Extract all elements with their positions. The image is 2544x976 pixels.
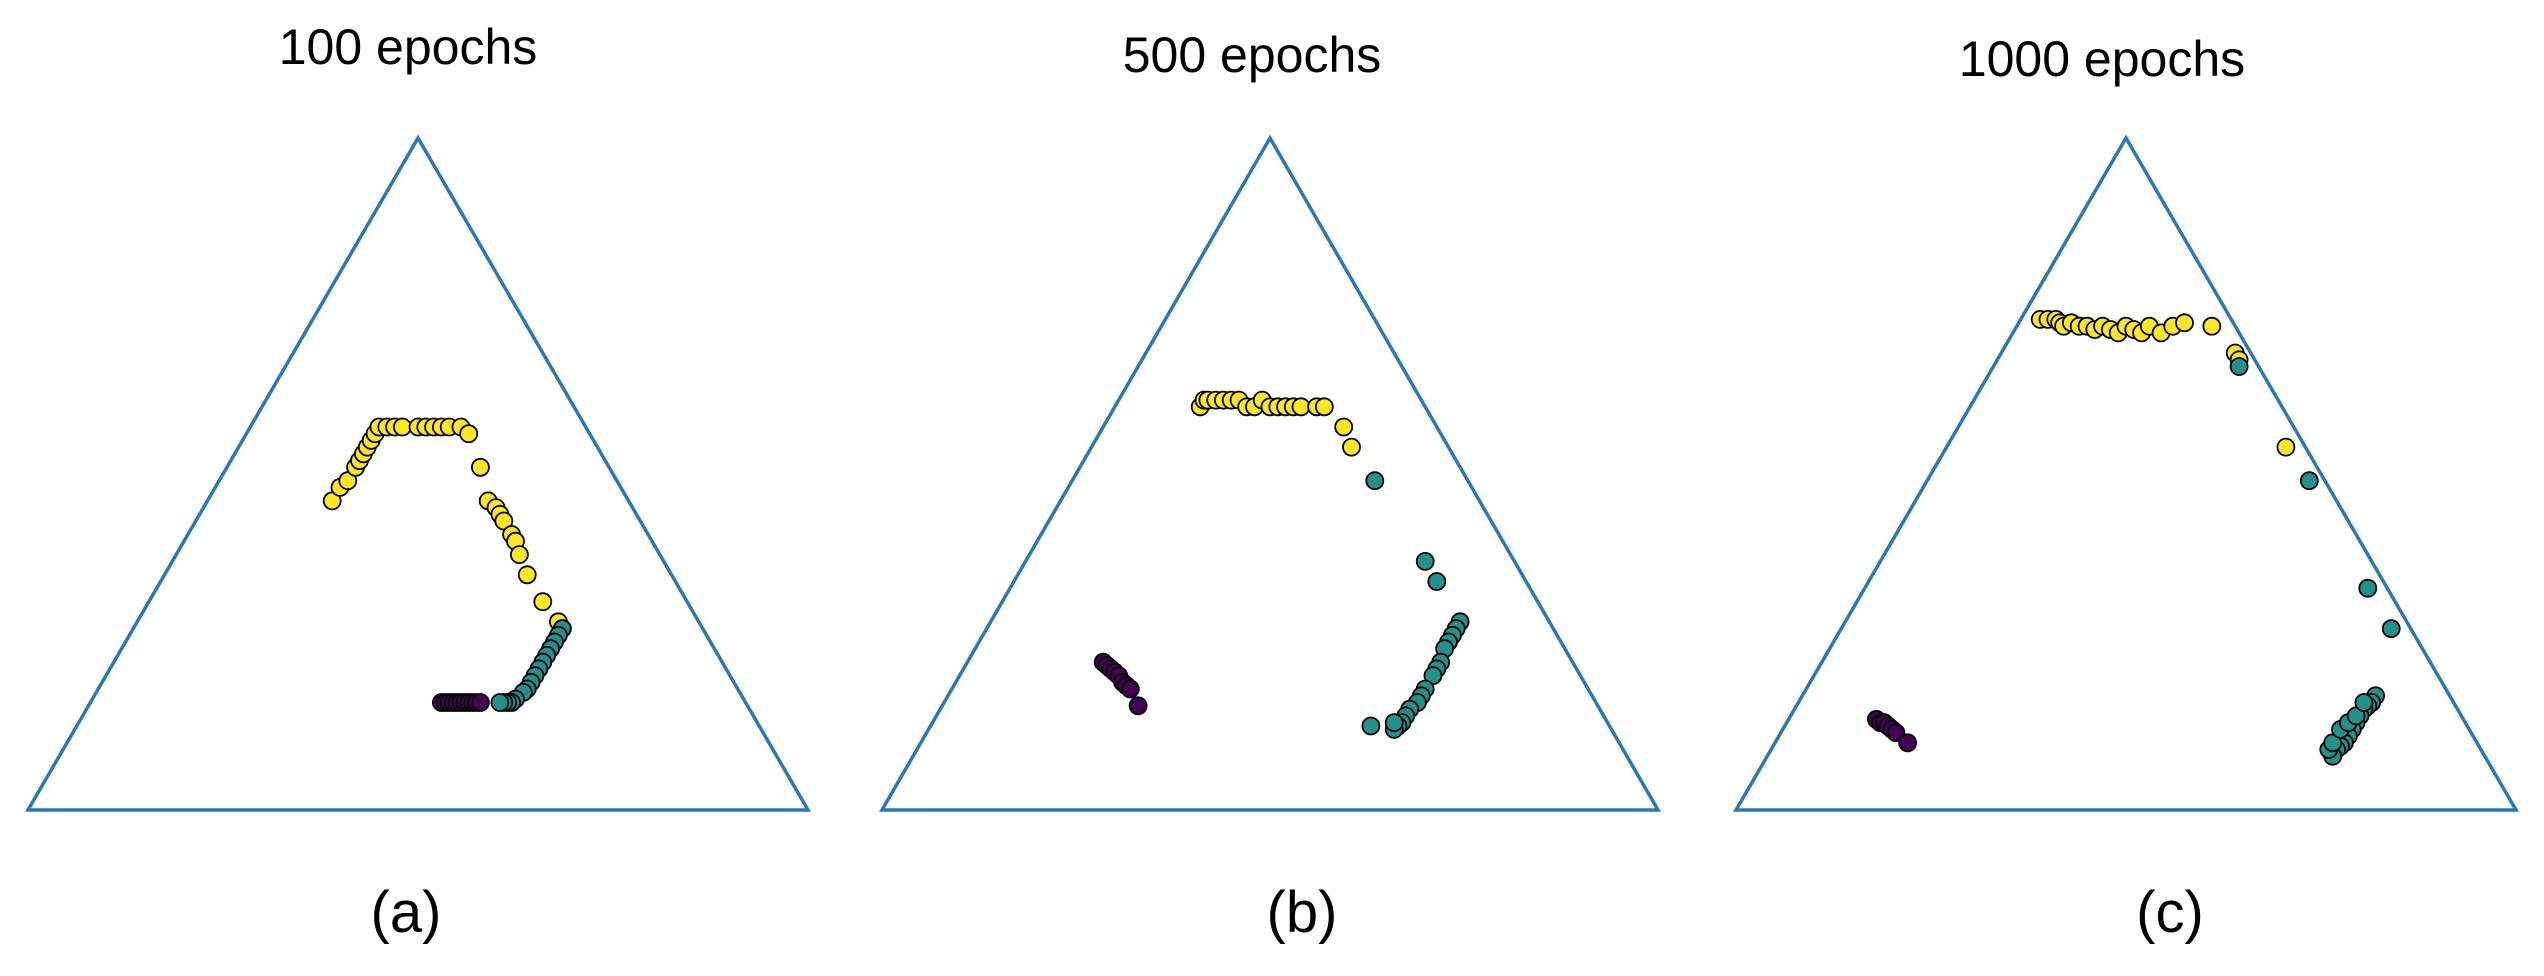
scatter-point-teal: [1415, 552, 1435, 571]
panel-b-caption: (b): [1267, 880, 1338, 945]
scatter-point-purple: [1898, 733, 1917, 753]
scatter-point-teal: [1427, 572, 1447, 591]
scatter-point-purple: [1886, 723, 1906, 743]
panel-c-caption: (c): [2136, 880, 2204, 945]
panel-b: 500 epochs (b): [878, 27, 1662, 945]
scatter-point-teal: [2381, 619, 2401, 638]
scatter-point-teal: [490, 693, 510, 712]
panel-c-points: [1867, 309, 2401, 766]
scatter-point-yellow: [2276, 437, 2296, 457]
scatter-point-purple: [470, 693, 490, 712]
panel-a-caption: (a): [371, 880, 442, 945]
scatter-point-yellow: [533, 592, 553, 612]
panel-a: 100 epochs (a): [24, 19, 812, 945]
scatter-point-teal: [2229, 357, 2249, 376]
panel-a-title: 100 epochs: [279, 19, 538, 75]
panel-c: 1000 epochs (c): [1732, 31, 2520, 945]
panel-a-triangle-frame: [24, 134, 812, 812]
scatter-point-teal: [2299, 471, 2319, 491]
scatter-point-yellow: [1342, 437, 1361, 457]
scatter-point-teal: [1384, 713, 1404, 732]
scatter-point-yellow: [2202, 316, 2222, 336]
scatter-point-yellow: [392, 417, 412, 437]
scatter-point-yellow: [2175, 313, 2194, 333]
scatter-point-teal: [2354, 693, 2374, 712]
scatter-point-yellow: [517, 565, 537, 585]
scatter-point-teal: [1361, 716, 1381, 736]
scatter-point-yellow: [510, 545, 529, 564]
panel-b-points: [1093, 390, 1470, 739]
panel-b-title: 500 epochs: [1123, 27, 1382, 83]
scatter-point-purple: [1120, 679, 1140, 699]
scatter-point-purple: [1128, 696, 1148, 716]
scatter-point-yellow: [1314, 397, 1334, 417]
scatter-point-teal: [2358, 578, 2378, 598]
panel-c-title: 1000 epochs: [1959, 31, 2245, 87]
panel-a-points: [322, 417, 572, 712]
panel-c-triangle-frame: [1732, 134, 2520, 812]
scatter-point-yellow: [1291, 397, 1311, 417]
panel-b-triangle-frame: [878, 134, 1662, 812]
scatter-point-yellow: [459, 424, 479, 444]
scatter-point-yellow: [1334, 417, 1354, 437]
scatter-point-yellow: [470, 457, 490, 477]
scatter-point-teal: [1365, 471, 1385, 491]
